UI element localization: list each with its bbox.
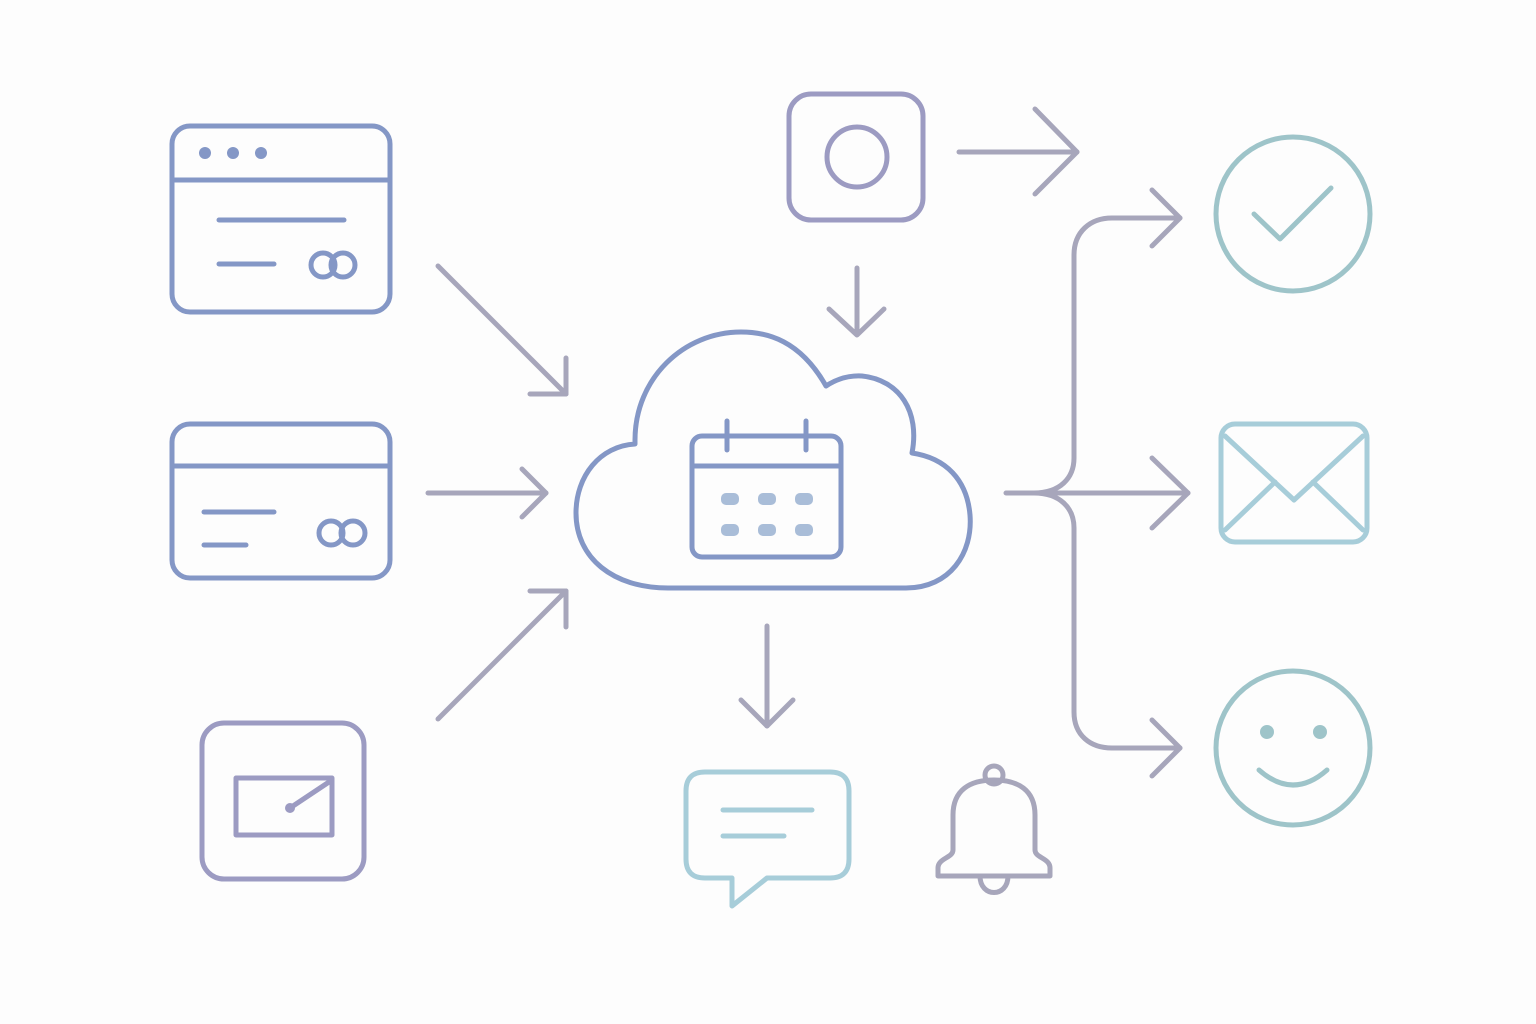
branching-connector [1003, 215, 1191, 751]
arrowhead-to-smiley [1149, 717, 1183, 779]
browser-window-icon [169, 123, 393, 315]
calendar-day-dot [795, 524, 813, 536]
calendar-day-dots [721, 493, 813, 536]
calendar-day-dot [758, 493, 776, 505]
signature-pad-icon [199, 720, 367, 882]
envelope-icon [1218, 421, 1370, 545]
calendar-icon [689, 418, 844, 560]
arrow-hub-to-message [738, 623, 796, 729]
cloud-icon [573, 329, 973, 591]
arrow-browser-to-hub [435, 263, 569, 397]
arrow-camera-to-hub [826, 265, 887, 338]
calendar-day-dot [721, 524, 739, 536]
arrow-camera-right [956, 106, 1080, 197]
camera-icon [786, 91, 926, 223]
arrow-card-to-hub [425, 466, 549, 520]
bell-icon [935, 763, 1053, 895]
arrowhead-to-check [1149, 187, 1183, 249]
chat-bubble-icon [683, 769, 852, 909]
arrowhead-to-email [1149, 455, 1191, 531]
arrow-pad-to-hub [435, 588, 569, 722]
checkmark-circle-icon [1213, 134, 1373, 294]
calendar-day-dot [758, 524, 776, 536]
calendar-day-dot [721, 493, 739, 505]
smiley-face-icon [1213, 668, 1373, 828]
payment-card-icon [169, 421, 393, 581]
calendar-day-dot [795, 493, 813, 505]
